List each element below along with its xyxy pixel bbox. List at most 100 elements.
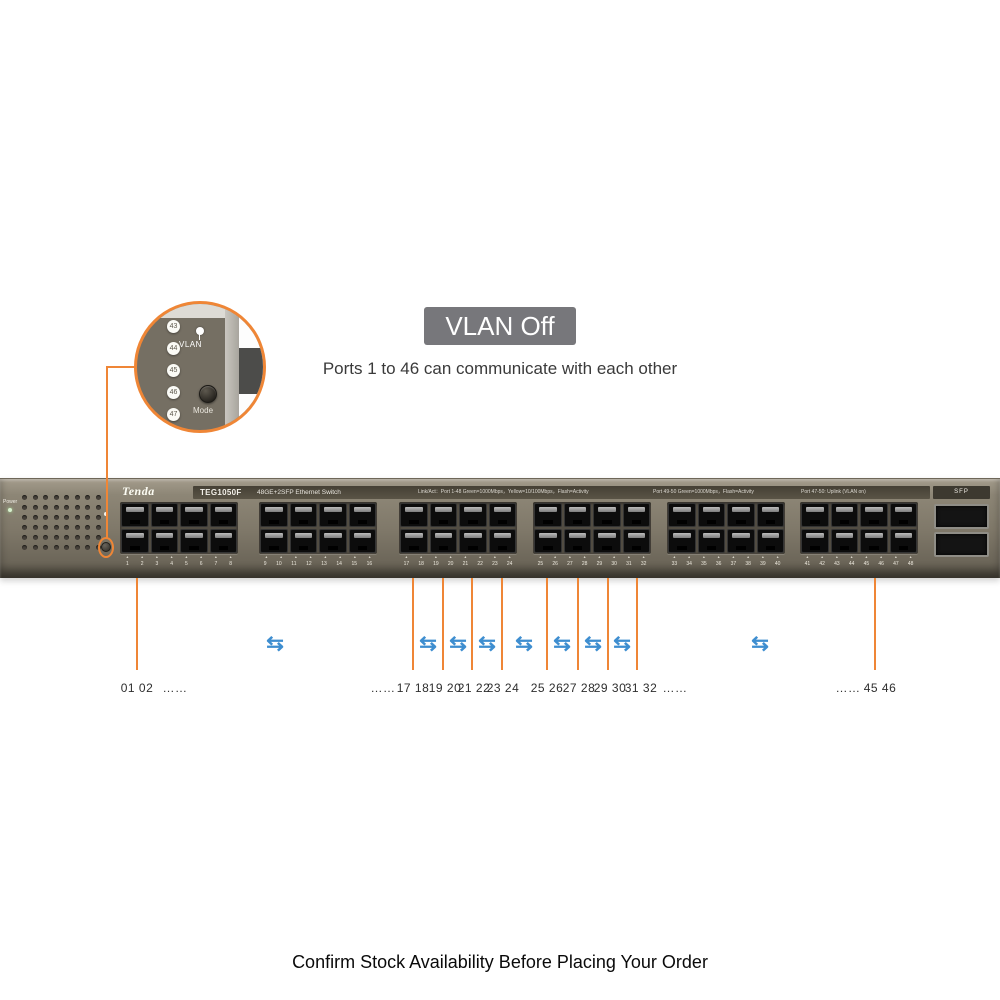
rj45-port <box>622 503 650 527</box>
port-grid <box>400 503 516 553</box>
annotation-line <box>577 578 579 670</box>
label-strip: TEG1050F 48GE+2SFP Ethernet Switch Link/… <box>193 486 930 499</box>
rj45-port <box>534 529 562 553</box>
port-number: 37 <box>730 561 737 567</box>
port-led-indicator: 47 <box>167 408 180 421</box>
port-led-triangle: ▴ <box>717 554 720 559</box>
rj45-port <box>429 529 457 553</box>
port-number: 13 <box>321 561 327 567</box>
annotation-line <box>471 578 473 670</box>
vent-hole <box>85 525 90 530</box>
sfp-slot <box>934 532 989 557</box>
vent-hole <box>32 535 38 540</box>
port-number: 32 <box>640 561 647 567</box>
vent-hole <box>74 495 80 500</box>
vent-hole <box>43 525 48 530</box>
port-group <box>533 502 651 554</box>
port-number: 27 <box>567 561 573 567</box>
port-led-triangle: ▴ <box>265 554 268 559</box>
vent-hole <box>64 515 69 520</box>
port-led-triangle: ▴ <box>806 554 809 559</box>
port-number: 4 <box>170 561 174 567</box>
port-led-triangle: ▴ <box>434 554 437 559</box>
legend-uplink: Port 47-50: Uplink (VLAN on) <box>801 489 866 495</box>
rj45-port <box>488 503 516 527</box>
port-number: 15 <box>351 561 358 567</box>
vent-hole <box>53 535 59 540</box>
annotation-line <box>874 578 876 670</box>
transfer-arrow-icon: ⇆ <box>266 632 284 655</box>
rj45-port <box>727 503 755 527</box>
vent-hole <box>95 525 101 530</box>
port-number: 33 <box>671 561 678 567</box>
rj45-port <box>319 529 347 553</box>
vent-hole <box>53 545 59 550</box>
port-led-triangle: ▴ <box>776 554 779 559</box>
port-number: 6 <box>199 561 203 567</box>
sfp-slot <box>934 504 989 529</box>
vent-hole <box>22 495 27 500</box>
port-grid <box>534 503 650 553</box>
port-group <box>667 502 785 554</box>
port-number: 21 <box>462 561 469 567</box>
brand-logo: Tenda <box>122 484 155 498</box>
rj45-port <box>150 529 178 553</box>
port-led-indicator: 43 <box>167 320 180 333</box>
annotation-line <box>501 578 503 670</box>
vent-hole <box>85 505 90 510</box>
port-led-triangle: ▴ <box>280 554 283 559</box>
vent-hole <box>95 505 101 510</box>
vent-hole <box>53 515 59 520</box>
port-group <box>800 502 918 554</box>
vent-hole <box>95 515 101 520</box>
port-led-triangle: ▴ <box>598 554 601 559</box>
port-pair-label: 01 02 <box>120 681 154 695</box>
port-number: 46 <box>878 561 884 567</box>
port-led-triangle: ▴ <box>539 554 542 559</box>
vent-hole <box>74 525 80 530</box>
rj45-port <box>756 503 784 527</box>
port-pair-label: 19 20 <box>428 681 462 695</box>
vlan-status-badge: VLAN Off <box>424 307 576 345</box>
port-pair-label: 23 24 <box>486 681 520 695</box>
vlan-label: VLAN <box>179 340 202 349</box>
port-number: 31 <box>626 561 632 567</box>
vent-hole <box>53 495 59 500</box>
rj45-port <box>400 503 428 527</box>
rj45-port <box>260 503 288 527</box>
transfer-arrow-icon: ⇆ <box>751 632 769 655</box>
connector-line-vertical <box>106 366 108 538</box>
vent-hole <box>32 495 38 500</box>
port-led-triangle: ▴ <box>449 554 452 559</box>
rj45-port <box>319 503 347 527</box>
rj45-port <box>209 503 237 527</box>
connector-line-horizontal <box>106 366 136 368</box>
rj45-port <box>459 503 487 527</box>
power-label: Power <box>3 499 18 505</box>
port-led-triangle: ▴ <box>894 554 897 559</box>
vlan-led-pointer <box>199 334 200 340</box>
port-number: 36 <box>715 561 722 567</box>
switch-front-panel: Power Tenda TEG1050F 48GE+2SFP Ethernet … <box>0 478 1000 578</box>
rj45-port <box>534 503 562 527</box>
port-number: 7 <box>214 561 218 567</box>
rj45-port <box>289 529 317 553</box>
port-pair-label: 17 18 <box>396 681 430 695</box>
port-number: 29 <box>596 561 603 567</box>
rj45-port <box>889 529 917 553</box>
port-pair-label: 31 32 <box>624 681 658 695</box>
vent-hole <box>22 535 27 540</box>
transfer-arrow-icon: ⇆ <box>515 632 533 655</box>
port-led-indicator: 46 <box>167 386 180 399</box>
rj45-port <box>289 503 317 527</box>
port-led-triangle: ▴ <box>850 554 853 559</box>
vent-hole <box>85 495 90 500</box>
vlan-led <box>196 327 204 335</box>
rj45-port <box>459 529 487 553</box>
vent-hole <box>32 545 38 550</box>
vent-hole <box>64 505 69 510</box>
